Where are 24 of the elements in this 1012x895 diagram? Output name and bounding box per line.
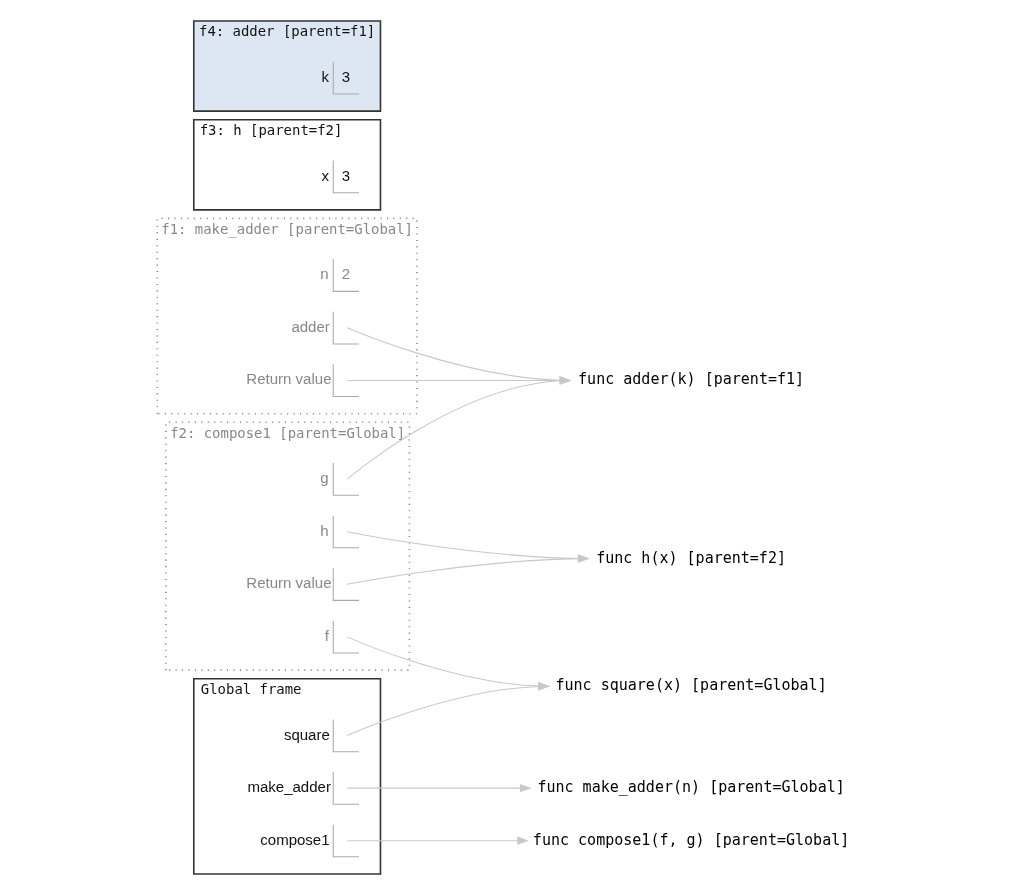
node-text: make_adder (247, 778, 331, 796)
node-text: func h(x) [parent=f2] (596, 548, 787, 567)
node-text: func compose1(f, g) [parent=Global] (532, 830, 850, 849)
arrow (346, 836, 530, 845)
node-text: Return value (246, 574, 332, 592)
arrow (346, 554, 590, 585)
node-text: g (320, 469, 329, 487)
node-text: x 3 (321, 166, 351, 184)
node-text: f (324, 626, 329, 644)
arrow (346, 531, 590, 563)
node-text: square (283, 725, 330, 743)
node-text: h (320, 521, 329, 539)
node-text: adder (291, 317, 330, 335)
arrow (346, 376, 572, 480)
arrow (346, 327, 572, 385)
node-text: n 2 (320, 265, 351, 283)
node-text: k 3 (321, 67, 351, 85)
arrow (346, 376, 572, 385)
arrow (346, 784, 532, 793)
node-text: Return value (246, 370, 332, 388)
node-text: func adder(k) [parent=f1] (578, 370, 805, 389)
node-text: compose1 (260, 830, 330, 848)
node-text: func make_adder(n) [parent=Global] (537, 778, 845, 797)
node-text: func square(x) [parent=Global] (555, 676, 827, 695)
